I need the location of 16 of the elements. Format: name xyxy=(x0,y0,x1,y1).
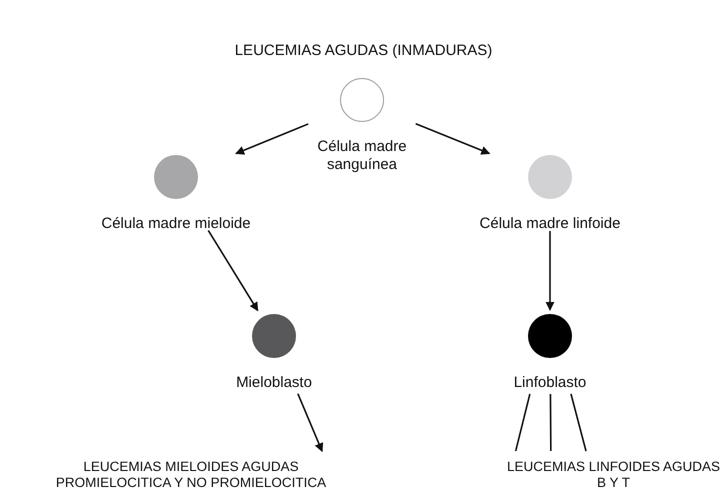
arrow xyxy=(235,123,309,155)
arrow xyxy=(208,230,258,312)
cell-label: Célula madre mieloide xyxy=(101,215,251,233)
leukemia-type-label: LEUCEMIAS LINFOIDES AGUDAS B Y T xyxy=(506,458,722,492)
leukemia-type-label: LEUCEMIAS MIELOIDES AGUDAS PROMIELOCITICA Y NO PROMIELOCITICA xyxy=(54,458,328,492)
cell-label: Mieloblasto xyxy=(236,374,312,392)
cell-label: Célula madre sanguínea xyxy=(316,138,408,174)
connector-line xyxy=(514,394,531,452)
arrow xyxy=(546,231,554,311)
connector-line xyxy=(570,394,587,452)
arrow xyxy=(297,393,324,452)
cell-label: Linfoblasto xyxy=(514,374,586,392)
cell-label: Célula madre linfoide xyxy=(480,215,620,233)
arrow xyxy=(415,122,490,155)
connector-line xyxy=(550,394,552,451)
diagram-title: LEUCEMIAS AGUDAS (INMADURAS) xyxy=(234,42,492,59)
